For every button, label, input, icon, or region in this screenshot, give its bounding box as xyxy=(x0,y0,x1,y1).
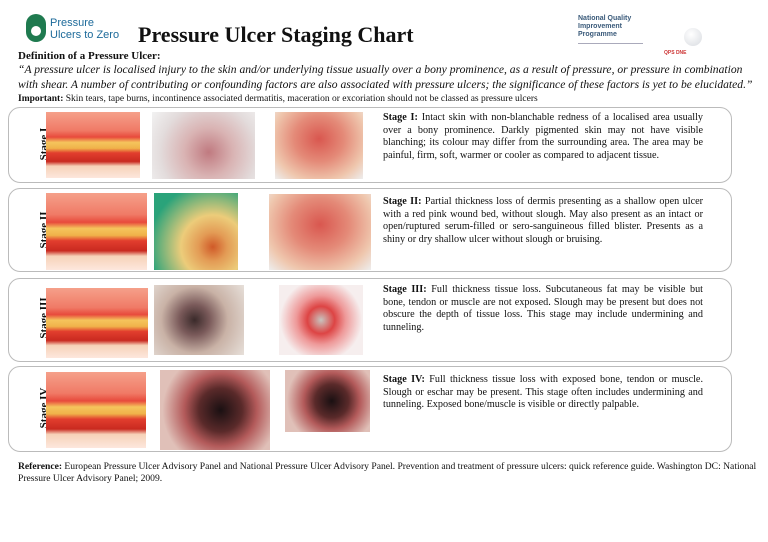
definition-text: “A pressure ulcer is localised injury to… xyxy=(18,63,753,91)
reference-text: European Pressure Ulcer Advisory Panel a… xyxy=(18,461,757,484)
nqip-logo-text: National Quality Improvement Programme xyxy=(578,15,632,38)
important-label: Important: xyxy=(18,94,64,104)
stage-3-photo-wound xyxy=(279,285,363,355)
stage-3-text: Full thickness tissue loss. Subcutaneous… xyxy=(383,284,703,333)
reference: Reference: European Pressure Ulcer Advis… xyxy=(18,461,758,485)
stage-2-diagram xyxy=(46,193,147,270)
important-note: Important: Skin tears, tape burns, incon… xyxy=(18,94,538,104)
stage-4-panel xyxy=(8,366,732,452)
stage-2-text: Partial thickness loss of dermis present… xyxy=(383,196,704,245)
stage-4-photo-ulcer xyxy=(160,370,270,450)
stage-1-description: Stage I: Intact skin with non-blanchable… xyxy=(383,112,703,162)
stage-3-title: Stage III: xyxy=(383,284,427,295)
pressure-ulcers-to-zero-logo: Pressure Ulcers to Zero xyxy=(26,14,126,48)
stage-1-photo-heel xyxy=(152,112,255,179)
logo-text: Pressure Ulcers to Zero xyxy=(50,17,120,41)
stage-4-text: Full thickness tissue loss with exposed … xyxy=(383,374,703,411)
stage-3-diagram xyxy=(46,288,148,358)
nqip-logo: National Quality Improvement Programme xyxy=(578,15,648,44)
stage-1-photo-buttock xyxy=(275,112,363,179)
reference-label: Reference: xyxy=(18,461,63,472)
stage-2-description: Stage II: Partial thickness loss of derm… xyxy=(383,196,703,246)
stage-2-panel xyxy=(8,188,732,272)
stage-1-title: Stage I: xyxy=(383,112,418,123)
stage-3-description: Stage III: Full thickness tissue loss. S… xyxy=(383,284,703,334)
stage-2-photo-heel xyxy=(154,193,238,270)
stage-4-diagram xyxy=(46,372,146,448)
hand-logo-icon xyxy=(26,14,46,42)
stage-3-photo-heel xyxy=(154,285,244,355)
stage-1-text: Intact skin with non-blanchable redness … xyxy=(383,112,703,161)
stage-1-diagram xyxy=(46,112,140,178)
definition-heading: Definition of a Pressure Ulcer: xyxy=(18,50,161,62)
page-title: Pressure Ulcer Staging Chart xyxy=(138,22,414,47)
stage-2-photo-sacrum xyxy=(269,194,371,270)
stage-4-title: Stage IV: xyxy=(383,374,425,385)
molecule-icon xyxy=(684,28,702,46)
qps-logo: QPS DNE xyxy=(664,24,714,56)
stage-2-title: Stage II: xyxy=(383,196,422,207)
stage-4-description: Stage IV: Full thickness tissue loss wit… xyxy=(383,374,703,412)
stage-3-panel xyxy=(8,278,732,362)
qps-logo-text: QPS DNE xyxy=(664,50,687,56)
important-text: Skin tears, tape burns, incontinence ass… xyxy=(63,94,538,104)
stage-1-panel xyxy=(8,107,732,183)
stage-4-photo-heel xyxy=(285,370,370,432)
